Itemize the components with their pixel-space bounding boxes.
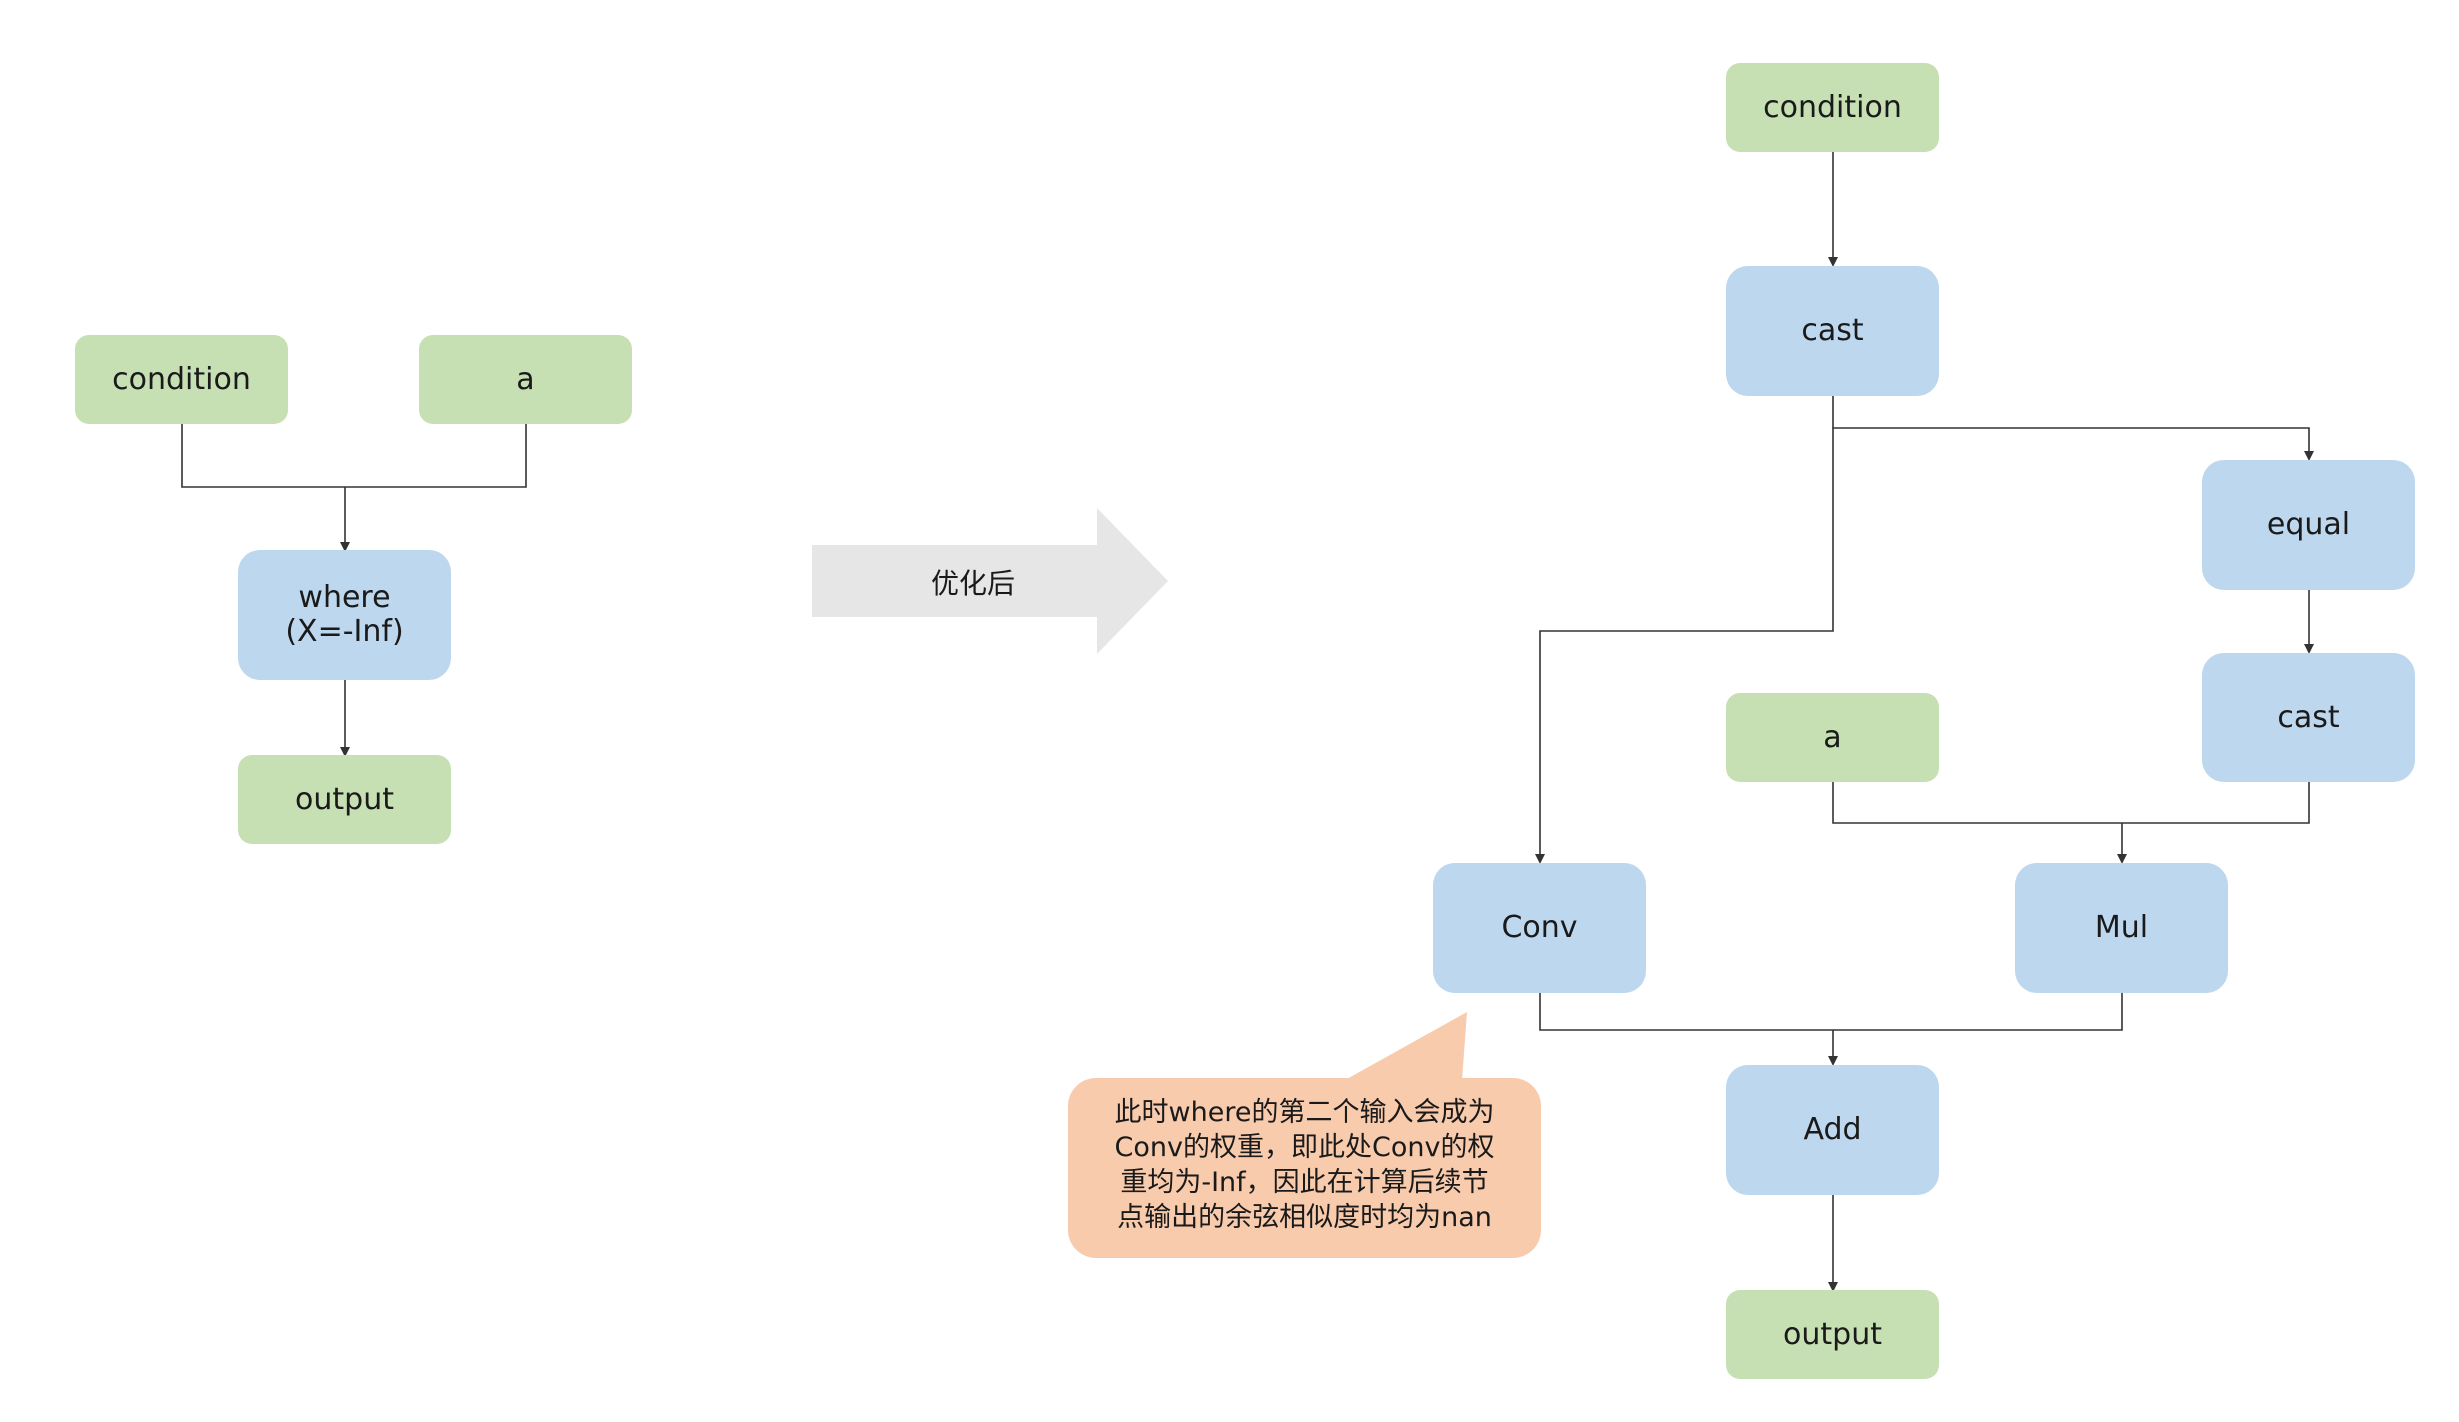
right-output-label: output — [1783, 1316, 1882, 1352]
transition-arrow-shape — [812, 508, 1168, 654]
edge-a-to-mul — [1832, 782, 2122, 824]
edge-cast-to-mul — [2122, 782, 2310, 824]
right-condition-label: condition — [1763, 89, 1902, 125]
callout-line2: Conv的权重，即此处Conv的权 — [1114, 1132, 1495, 1163]
right-a-node: a — [1726, 693, 1939, 782]
edge-conv-to-add — [1539, 993, 1833, 1031]
callout-text: 此时where的第二个输入会成为 Conv的权重，即此处Conv的权 重均为-I… — [1078, 1095, 1531, 1235]
left-condition-node: condition — [75, 335, 288, 424]
edge-cast-to-conv — [1535, 428, 1834, 864]
right-cast-mid-node: cast — [2202, 653, 2415, 782]
callout-line1: 此时where的第二个输入会成为 — [1114, 1097, 1495, 1128]
edge-cast-to-equal — [1832, 396, 2314, 461]
right-equal-node: equal — [2202, 460, 2415, 590]
right-conv-label: Conv — [1501, 910, 1578, 945]
right-cast-top-label: cast — [1801, 313, 1864, 348]
left-where-node: where (X=-Inf) — [238, 550, 451, 680]
callout-box — [1068, 1078, 1541, 1258]
edge-condition-to-where — [181, 424, 345, 488]
right-output-node: output — [1726, 1290, 1939, 1379]
right-cast-top-node: cast — [1726, 266, 1939, 396]
right-equal-label: equal — [2266, 507, 2351, 542]
left-a-node: a — [419, 335, 632, 424]
left-condition-label: condition — [112, 361, 251, 397]
left-a-label: a — [516, 361, 535, 397]
right-add-label: Add — [1803, 1112, 1862, 1147]
callout-line4: 点输出的余弦相似度时均为nan — [1117, 1202, 1492, 1233]
left-output-node: output — [238, 755, 451, 844]
right-cast-mid-label: cast — [2277, 699, 2340, 735]
right-mul-label: Mul — [2094, 910, 2149, 945]
callout-line3: 重均为-Inf，因此在计算后续节 — [1120, 1167, 1489, 1198]
transition-label: 优化后 — [930, 567, 1015, 600]
left-output-label: output — [295, 781, 394, 817]
right-a-label: a — [1823, 719, 1842, 755]
edge-a-to-where — [345, 424, 527, 488]
edge-mul-to-add — [1833, 993, 2123, 1031]
right-add-node: Add — [1726, 1065, 1939, 1195]
callout-pointer — [1345, 1012, 1467, 1080]
right-conv-node: Conv — [1433, 863, 1646, 993]
left-where-label-line1: where — [298, 580, 391, 615]
left-where-label-line2: (X=-Inf) — [285, 614, 404, 649]
right-mul-node: Mul — [2015, 863, 2228, 993]
right-condition-node: condition — [1726, 63, 1939, 152]
